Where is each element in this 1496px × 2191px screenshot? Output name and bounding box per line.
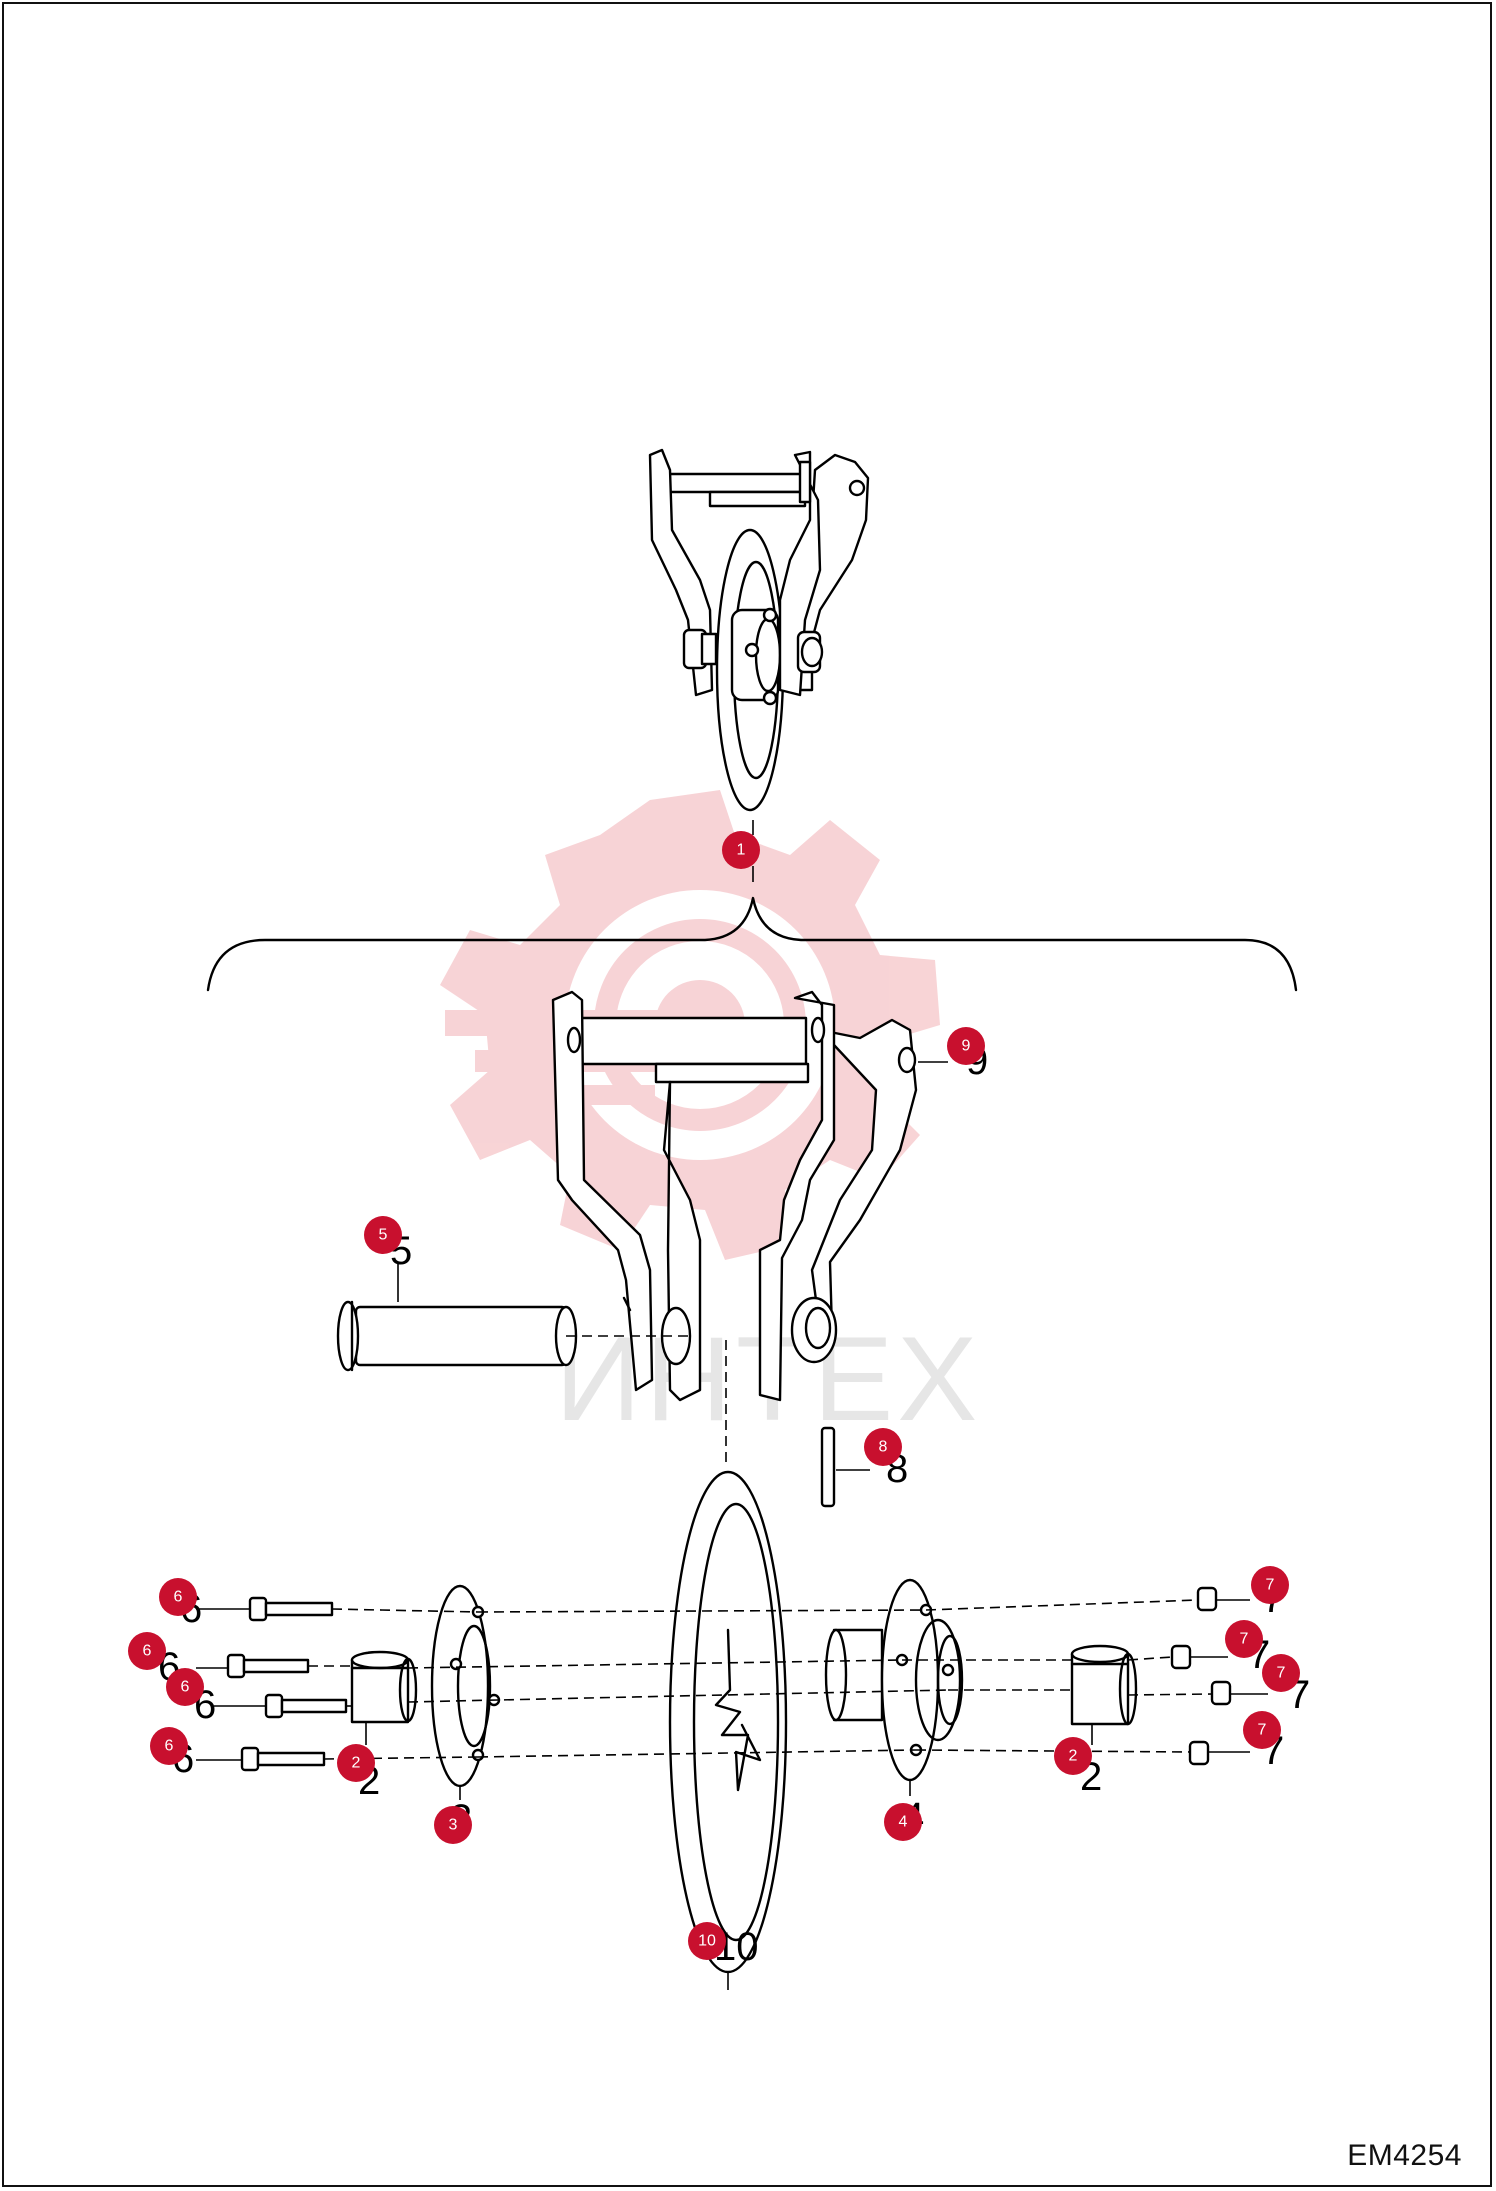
svg-text:4: 4 xyxy=(899,1814,908,1831)
svg-text:9: 9 xyxy=(962,1038,971,1055)
svg-text:7: 7 xyxy=(1266,1577,1275,1594)
callout-2b: 2 xyxy=(1054,1737,1092,1775)
nuts xyxy=(1170,1586,1232,1766)
callout-1: 1 xyxy=(722,831,760,869)
svg-text:2: 2 xyxy=(1069,1748,1078,1765)
callout-3: 3 xyxy=(434,1806,472,1844)
svg-text:5: 5 xyxy=(379,1227,388,1244)
svg-text:2: 2 xyxy=(352,1755,361,1772)
disc-blade xyxy=(668,1470,788,1974)
callout-7a: 7 xyxy=(1251,1566,1289,1604)
callout-6a: 6 xyxy=(159,1578,197,1616)
svg-text:8: 8 xyxy=(879,1439,888,1456)
callout-7d: 7 xyxy=(1243,1711,1281,1749)
callout-5: 5 xyxy=(364,1216,402,1254)
svg-text:1: 1 xyxy=(737,842,746,859)
callout-6d: 6 xyxy=(150,1727,188,1765)
svg-text:7: 7 xyxy=(1258,1722,1267,1739)
bolts xyxy=(226,1596,348,1772)
svg-text:6: 6 xyxy=(181,1679,190,1696)
right-spacer xyxy=(1070,1644,1138,1726)
callout-2a: 2 xyxy=(337,1744,375,1782)
left-hub-flange xyxy=(430,1584,501,1788)
callout-7b: 7 xyxy=(1225,1620,1263,1658)
svg-text:6: 6 xyxy=(143,1643,152,1660)
roll-pin xyxy=(820,1426,836,1508)
svg-text:3: 3 xyxy=(449,1817,458,1834)
svg-text:6: 6 xyxy=(174,1589,183,1606)
callout-4: 4 xyxy=(884,1803,922,1841)
svg-text:10: 10 xyxy=(698,1933,716,1950)
svg-text:7: 7 xyxy=(1240,1631,1249,1648)
callout-10: 10 xyxy=(688,1922,726,1960)
callout-8: 8 xyxy=(864,1428,902,1466)
drawing-code: EM4254 xyxy=(1347,2139,1462,2172)
assembly-brace xyxy=(206,896,1298,992)
callout-9: 9 xyxy=(947,1027,985,1065)
pivot-pin xyxy=(336,1300,578,1372)
alignment-lines xyxy=(308,1599,1213,1760)
svg-text:6: 6 xyxy=(165,1738,174,1755)
left-spacer xyxy=(350,1650,418,1724)
callout-7c: 7 xyxy=(1262,1654,1300,1692)
callout-6b: 6 xyxy=(128,1632,166,1670)
svg-text:7: 7 xyxy=(1277,1665,1286,1682)
arm-frame xyxy=(551,990,918,1402)
assembled-view xyxy=(648,448,870,812)
callout-6c: 6 xyxy=(166,1668,204,1706)
